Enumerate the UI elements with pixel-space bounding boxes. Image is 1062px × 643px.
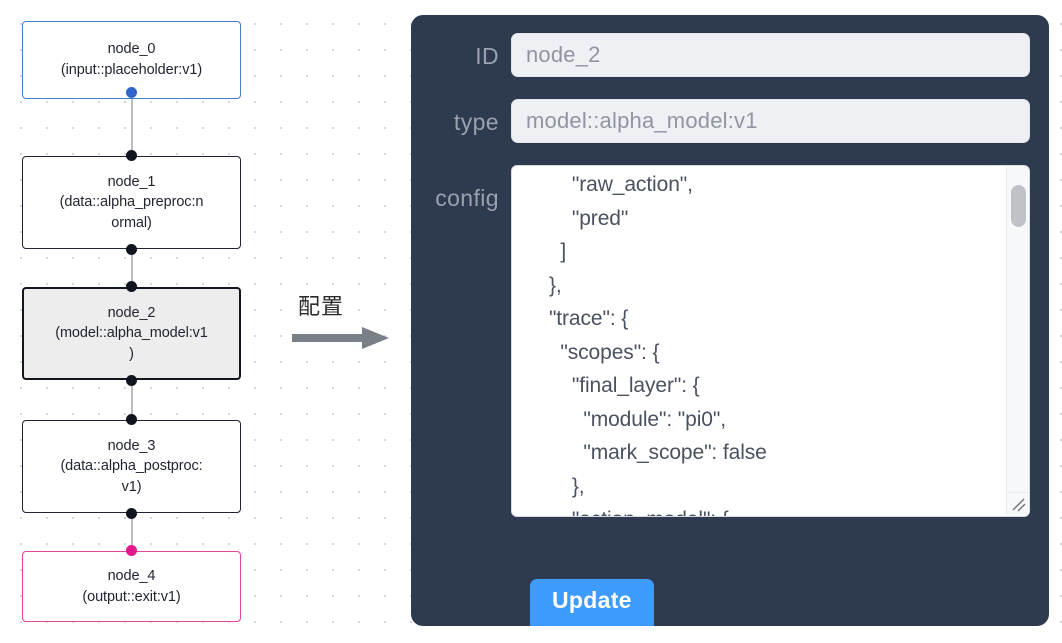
node-handle-node_3-source[interactable]	[126, 508, 137, 519]
node-handle-node_3-target[interactable]	[126, 414, 137, 425]
graph-node-node_3[interactable]: node_3 (data::alpha_postproc: v1)	[22, 420, 241, 513]
edge-node0-node1	[131, 92, 133, 162]
update-button[interactable]: Update	[530, 579, 654, 626]
field-row-id: ID node_2	[411, 33, 1049, 77]
flow-graph[interactable]: node_0 (input::placeholder:v1) node_1 (d…	[0, 0, 400, 643]
node-type-line-1: (data::alpha_preproc:n	[59, 194, 204, 211]
panel-actions: Update	[530, 579, 654, 626]
graph-node-node_2[interactable]: node_2 (model::alpha_model:v1 )	[22, 287, 241, 380]
resize-handle-icon[interactable]	[1006, 492, 1028, 515]
config-label: config	[435, 185, 499, 211]
node-title: node_3	[107, 437, 156, 454]
node-handle-node_2-source[interactable]	[126, 375, 137, 386]
graph-node-node_0[interactable]: node_0 (input::placeholder:v1)	[22, 21, 241, 99]
arrow-right-icon	[292, 327, 389, 350]
node-config-panel: ID node_2 type model::alpha_model:v1 con…	[411, 15, 1049, 626]
node-handle-node_0-source[interactable]	[126, 87, 137, 98]
edge-node2-node3	[131, 373, 133, 427]
field-row-config: config "raw_action", "pred" ] }, "trace"…	[411, 165, 1049, 517]
node-type-line-1: (model::alpha_model:v1	[55, 325, 208, 342]
node-title: node_4	[107, 567, 156, 584]
node-title: node_0	[107, 41, 156, 58]
config-textarea-wrapper[interactable]: "raw_action", "pred" ] }, "trace": { "sc…	[511, 165, 1030, 517]
config-textarea[interactable]: "raw_action", "pred" ] }, "trace": { "sc…	[548, 173, 767, 516]
config-scrollbar-thumb[interactable]	[1011, 185, 1026, 227]
graph-node-node_4[interactable]: node_4 (output::exit:v1)	[22, 551, 241, 622]
node-title: node_1	[107, 173, 156, 190]
type-input[interactable]: model::alpha_model:v1	[511, 99, 1030, 143]
node-type-line-2: v1)	[121, 478, 142, 495]
node-title: node_2	[107, 304, 156, 321]
type-label: type	[453, 109, 499, 135]
id-input[interactable]: node_2	[511, 33, 1030, 77]
edge-node1-node2	[131, 242, 133, 294]
transition-annotation: 配置	[292, 296, 397, 356]
node-type-line-2: )	[129, 345, 134, 362]
field-row-type: type model::alpha_model:v1	[411, 99, 1049, 143]
node-handle-node_1-target[interactable]	[126, 150, 137, 161]
node-handle-node_1-source[interactable]	[126, 244, 137, 255]
node-type: (output::exit:v1)	[82, 588, 181, 605]
node-handle-node_4-target[interactable]	[126, 545, 137, 556]
config-scrollbar-track[interactable]	[1006, 167, 1028, 492]
edge-node3-node4	[131, 506, 133, 558]
arrow-label: 配置	[298, 295, 345, 320]
node-type: (input::placeholder:v1)	[60, 62, 203, 78]
id-label: ID	[475, 43, 499, 69]
graph-node-node_1[interactable]: node_1 (data::alpha_preproc:n ormal)	[22, 156, 241, 249]
node-type-line-1: (data::alpha_postproc:	[60, 458, 203, 475]
node-handle-node_2-target[interactable]	[126, 281, 137, 292]
node-type-line-2: ormal)	[111, 214, 152, 231]
